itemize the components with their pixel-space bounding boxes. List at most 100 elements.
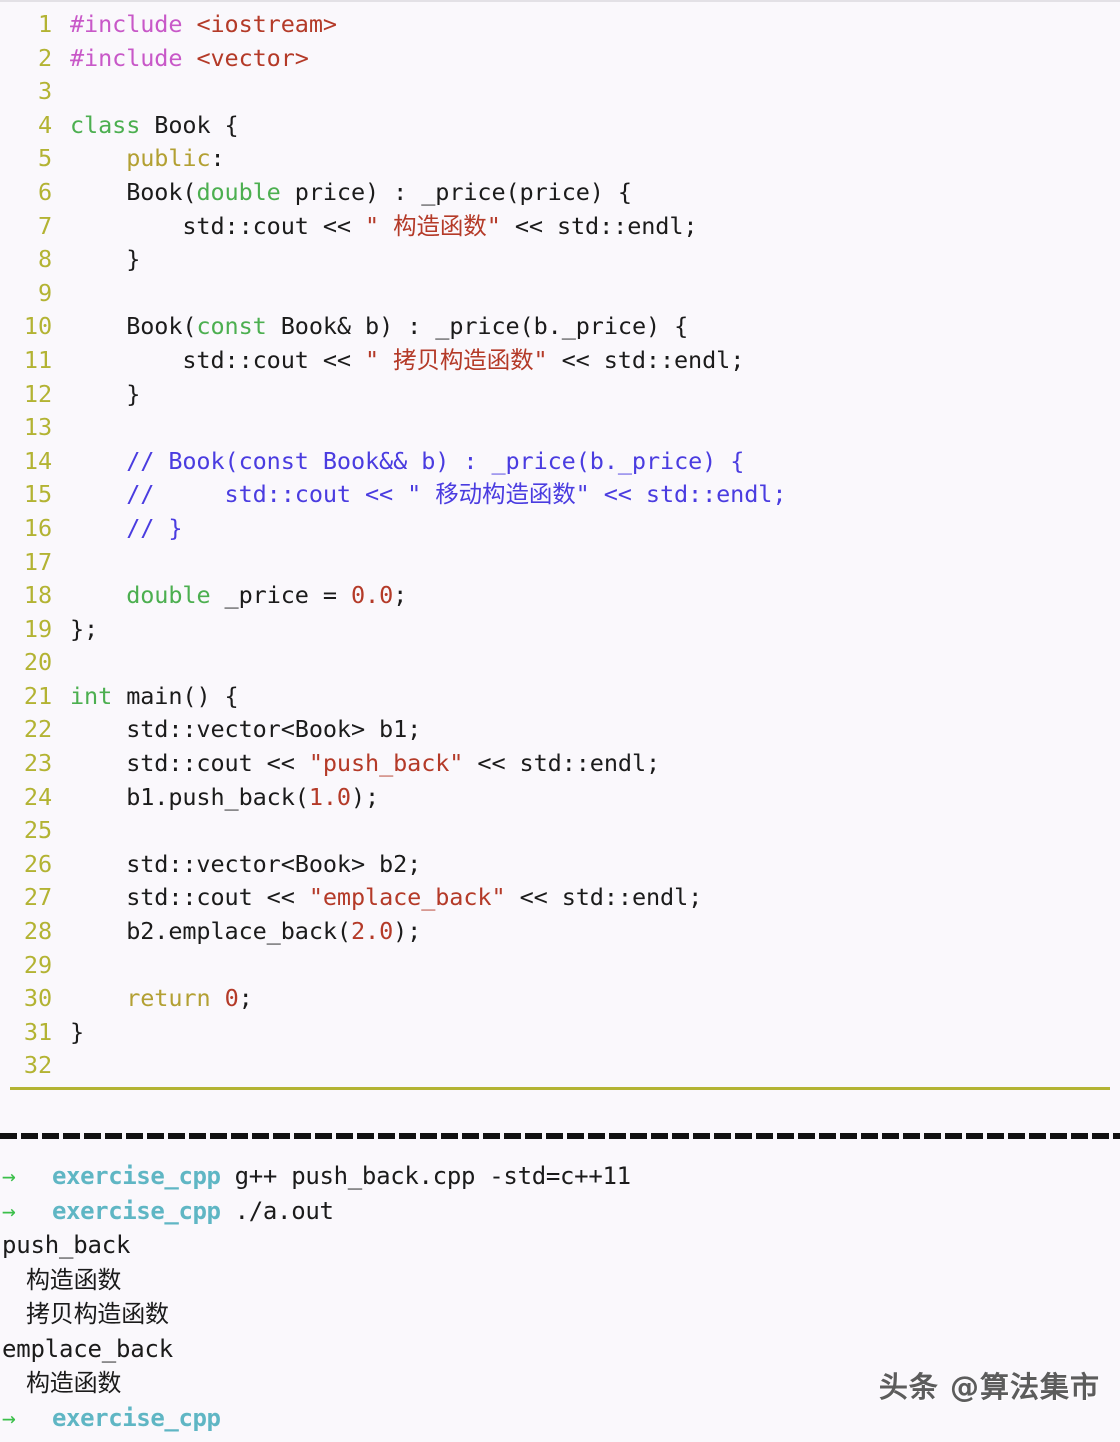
code-line[interactable]: 31} [0,1016,1120,1050]
code-line[interactable]: 15 // std::cout << " 移动构造函数" << std::end… [0,478,1120,512]
editor-terminal-divider [0,1133,1120,1139]
code-line[interactable]: 5 public: [0,142,1120,176]
line-content[interactable]: } [70,378,140,412]
code-line[interactable]: 22 std::vector<Book> b1; [0,713,1120,747]
code-line[interactable]: 12 } [0,378,1120,412]
code-token: " 拷贝构造函数" [365,345,548,374]
terminal-command[interactable]: ./a.out [234,1196,334,1225]
code-line[interactable]: 26 std::vector<Book> b2; [0,848,1120,882]
line-number: 22 [23,715,52,744]
code-token: Book( [70,177,197,206]
code-line[interactable]: 23 std::cout << "push_back" << std::endl… [0,747,1120,781]
line-content[interactable]: int main() { [70,680,239,714]
line-content[interactable]: class Book { [70,109,239,143]
code-line[interactable]: 28 b2.emplace_back(2.0); [0,915,1120,949]
line-number: 29 [23,950,52,979]
line-content[interactable]: }; [70,613,98,647]
line-content[interactable]: #include <vector> [70,42,309,76]
line-number: 11 [23,345,52,374]
line-content[interactable]: // } [70,512,182,546]
code-token: 1.0 [308,782,351,811]
code-line[interactable]: 10 Book(const Book& b) : _price(b._price… [0,310,1120,344]
line-content[interactable]: public: [70,142,225,176]
line-content[interactable]: std::vector<Book> b2; [70,848,421,882]
line-number: 16 [23,513,52,542]
line-content[interactable]: std::cout << "emplace_back" << std::endl… [70,881,702,915]
code-line[interactable]: 9 [0,277,1120,311]
line-number: 23 [23,749,52,778]
line-content[interactable]: double _price = 0.0; [70,579,407,613]
terminal-output-text: push_back [2,1231,131,1259]
code-token: << std::endl; [505,883,703,912]
line-number: 24 [23,782,52,811]
prompt-arrow-icon: → [2,1198,16,1225]
prompt-arrow-icon: → [2,1405,16,1432]
code-token: "push_back" [308,749,464,778]
line-content[interactable]: // Book(const Book&& b) : _price(b._pric… [70,445,744,479]
code-line[interactable]: 6 Book(double price) : _price(price) { [0,176,1120,210]
code-token: Book( [70,312,197,341]
line-number: 28 [23,917,52,946]
line-number: 4 [37,110,52,139]
line-number: 25 [23,816,52,845]
code-line[interactable]: 1 #include <iostream> [0,8,1120,42]
code-line[interactable]: 8 } [0,243,1120,277]
line-number: 30 [23,984,52,1013]
line-content[interactable]: #include <iostream> [70,8,337,42]
line-content[interactable]: Book(const Book& b) : _price(b._price) { [70,310,688,344]
code-line[interactable]: 7 std::cout << " 构造函数" << std::endl; [0,210,1120,244]
terminal-output-text: emplace_back [2,1334,173,1363]
code-token: ; [238,984,253,1013]
code-line[interactable]: 13 [0,411,1120,445]
code-line[interactable]: 24 b1.push_back(1.0); [0,781,1120,815]
code-token: ); [350,782,380,811]
line-number: 17 [23,547,52,576]
code-line[interactable]: 2#include <vector> [0,42,1120,76]
code-line[interactable]: 27 std::cout << "emplace_back" << std::e… [0,881,1120,915]
terminal-prompt-line: →exercise_cpp./a.out [0,1194,1120,1229]
code-line[interactable]: 11 std::cout << " 拷贝构造函数" << std::endl; [0,344,1120,378]
code-line[interactable]: 25 [0,814,1120,848]
code-line[interactable]: 29 [0,949,1120,983]
top-divider [0,0,1120,2]
code-line[interactable]: 32 [0,1049,1120,1083]
code-line[interactable]: 3 [0,75,1120,109]
code-line[interactable]: 20 [0,646,1120,680]
code-line[interactable]: 19}; [0,613,1120,647]
code-line[interactable]: 14 // Book(const Book&& b) : _price(b._p… [0,445,1120,479]
code-line[interactable]: 30 return 0; [0,982,1120,1016]
line-content[interactable]: std::vector<Book> b1; [70,713,421,747]
line-content[interactable]: return 0; [70,982,253,1016]
line-content[interactable]: b2.emplace_back(2.0); [70,915,421,949]
code-token [70,984,126,1012]
code-line[interactable]: 16 // } [0,512,1120,546]
line-content[interactable]: } [70,243,140,277]
code-line[interactable]: 4 class Book { [0,109,1120,143]
code-line[interactable]: 18 double _price = 0.0; [0,579,1120,613]
line-content[interactable]: } [70,1016,84,1050]
line-number: 1 [37,10,52,38]
code-token: : [210,144,225,173]
code-token: }; [70,614,99,643]
terminal-output-text: 构造函数 [26,1265,122,1294]
code-token: } [70,379,141,408]
line-content[interactable]: b1.push_back(1.0); [70,781,379,815]
line-content[interactable]: std::cout << " 拷贝构造函数" << std::endl; [70,344,744,378]
code-token: << std::endl; [547,345,745,374]
code-line[interactable]: 17 [0,546,1120,580]
code-token: Book& b) : _price(b._price) { [266,312,689,341]
line-content[interactable]: // std::cout << " 移动构造函数" << std::endl; [70,478,786,512]
line-content[interactable]: Book(double price) : _price(price) { [70,176,632,210]
line-content[interactable]: std::cout << " 构造函数" << std::endl; [70,210,697,244]
terminal-command[interactable]: g++ push_back.cpp -std=c++11 [234,1162,631,1190]
terminal-output-line: emplace_back [0,1332,1120,1367]
code-token: int [70,681,113,710]
prompt-directory: exercise_cpp [52,1162,221,1190]
terminal-prompt-line: →exercise_cpp [0,1401,1120,1436]
line-content[interactable]: std::cout << "push_back" << std::endl; [70,747,660,781]
